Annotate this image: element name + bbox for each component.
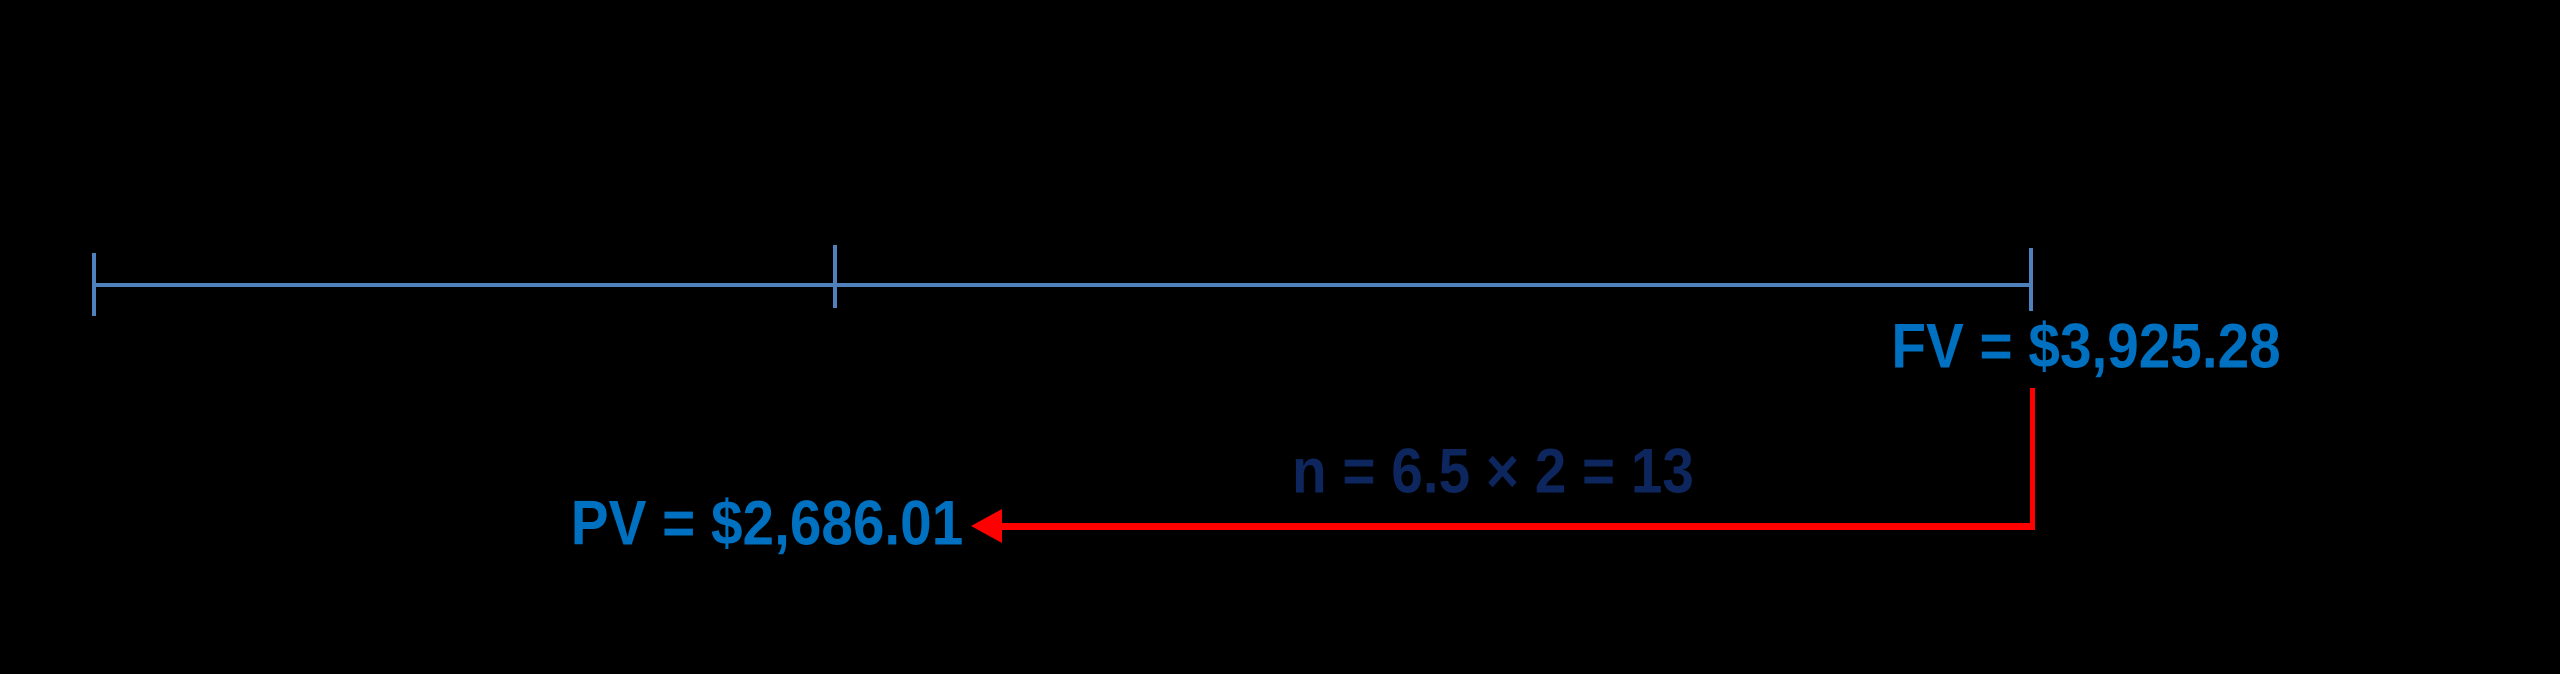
present-value-label: PV = $2,686.01 <box>570 488 964 559</box>
timeline-line <box>94 283 2033 287</box>
arrowhead-left-icon <box>971 509 1002 543</box>
arrow-vertical-segment <box>2030 388 2035 525</box>
timeline-tick-end <box>2029 248 2033 311</box>
periods-label: n = 6.5 × 2 = 13 <box>1292 436 1694 507</box>
arrow-horizontal-segment <box>1000 523 2035 530</box>
timeline-tick-middle <box>833 245 837 308</box>
timeline-tick-start <box>92 253 96 316</box>
future-value-label: FV = $3,925.28 <box>1891 311 2281 382</box>
